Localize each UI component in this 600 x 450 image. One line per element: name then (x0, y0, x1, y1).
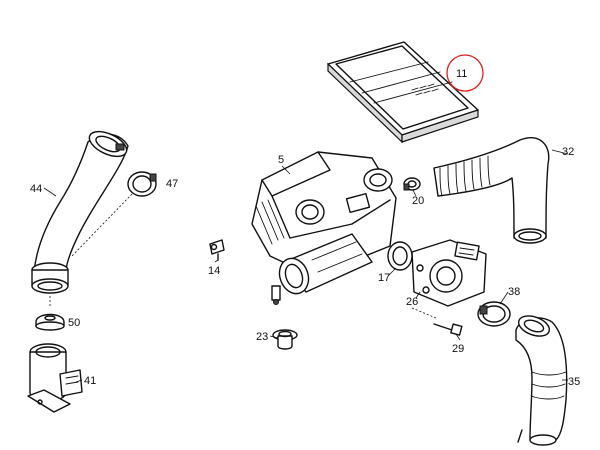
part-41-air-mass-sensor[interactable] (27, 343, 83, 413)
callout-23[interactable]: 23 (256, 331, 268, 343)
part-14-clip[interactable] (209, 239, 225, 261)
callout-50[interactable]: 50 (68, 317, 80, 329)
leader-lines (43, 149, 569, 383)
part-35-lower-hose[interactable] (515, 312, 568, 446)
part-32-intake-hose[interactable] (433, 137, 550, 244)
part-11-air-filter-element[interactable] (327, 41, 479, 144)
callout-26[interactable]: 26 (406, 296, 418, 308)
callout-17[interactable]: 17 (378, 272, 390, 284)
part-20-hose-clamp[interactable] (403, 177, 421, 191)
part-23-grommet[interactable] (272, 329, 298, 350)
part-26-connector-housing[interactable] (411, 239, 487, 307)
highlight-circle (446, 54, 484, 92)
callout-47[interactable]: 47 (166, 178, 178, 190)
callout-44[interactable]: 44 (30, 183, 42, 195)
callout-32[interactable]: 32 (562, 146, 574, 158)
part-38-hose-clamp[interactable] (477, 301, 511, 327)
callout-11[interactable]: 11 (456, 68, 467, 80)
part-50-seal-cap[interactable] (35, 313, 65, 331)
part-47-clamp[interactable] (71, 171, 157, 257)
callout-38[interactable]: 38 (508, 286, 520, 298)
part-29-bolt[interactable] (411, 307, 463, 336)
callout-41[interactable]: 41 (84, 375, 96, 387)
callout-20[interactable]: 20 (412, 195, 424, 207)
callout-5[interactable]: 5 (278, 154, 284, 166)
part-44-intake-duct[interactable] (31, 126, 130, 308)
part-5-air-filter-housing[interactable] (251, 151, 397, 305)
callout-35[interactable]: 35 (568, 376, 580, 388)
callout-29[interactable]: 29 (452, 343, 464, 355)
callout-labels: 5 11 14 17 20 23 26 29 32 35 38 41 44 47… (30, 68, 580, 388)
callout-14[interactable]: 14 (208, 265, 220, 277)
part-17-seal-ring[interactable] (387, 241, 413, 271)
